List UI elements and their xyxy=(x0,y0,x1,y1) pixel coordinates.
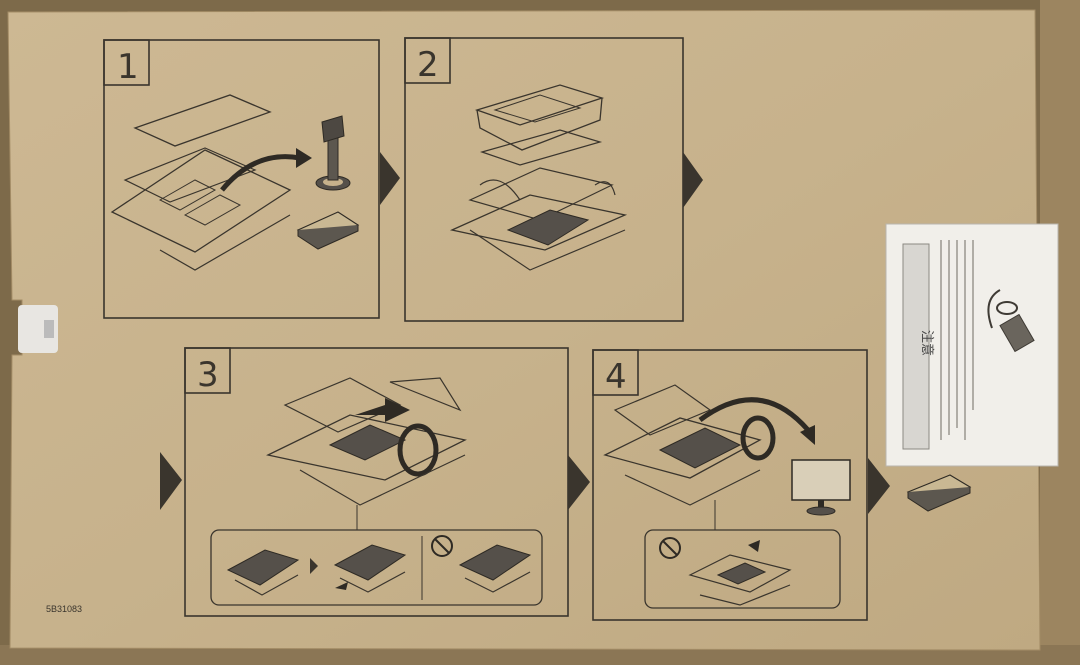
caution-sticker: 注意 xyxy=(885,223,1059,467)
step-3-number: 3 xyxy=(197,355,219,395)
arrow-into-step3 xyxy=(160,452,182,510)
step-1-number: 1 xyxy=(117,47,139,87)
step-4-panel: 4 xyxy=(592,349,868,621)
product-code-label: 5B31083 xyxy=(46,604,82,614)
arrow-step1-to-2 xyxy=(380,152,400,205)
arrow-step3-to-4 xyxy=(568,455,590,510)
accessory-box-drawing xyxy=(906,474,972,512)
arrow-after-step4 xyxy=(868,458,890,514)
caution-label: 注意 xyxy=(919,330,935,356)
notch-label xyxy=(44,320,54,338)
step-1-panel: 1 xyxy=(103,39,380,319)
notch-label-window xyxy=(18,305,58,353)
step-4-number: 4 xyxy=(605,357,627,397)
arrow-step2-to-3 xyxy=(683,152,703,208)
step-2-number: 2 xyxy=(417,45,439,85)
step-3-panel: 3 xyxy=(184,347,569,617)
lid-panel xyxy=(7,9,1041,651)
